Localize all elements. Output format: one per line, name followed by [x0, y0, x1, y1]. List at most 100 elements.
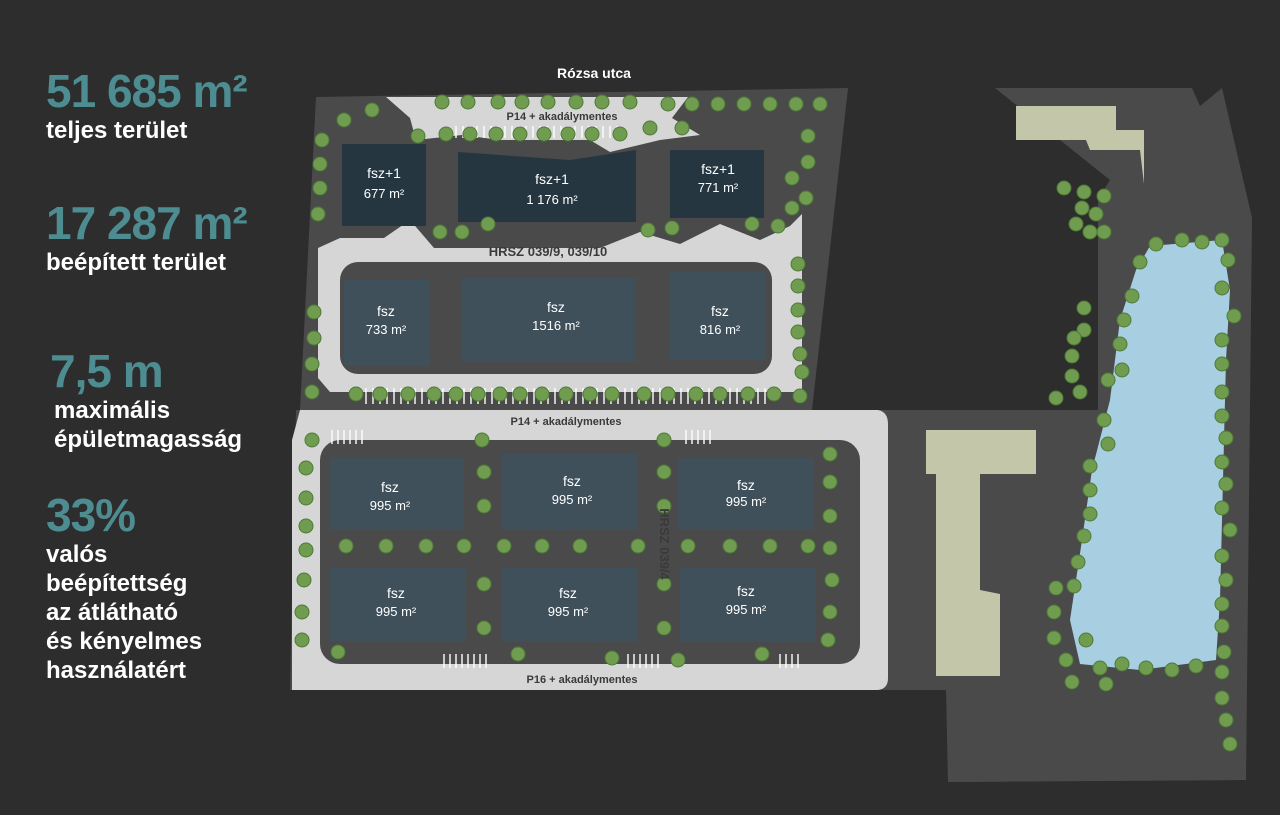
tree-icon	[1082, 506, 1098, 522]
stat-max-height-label-line2: épületmagasság	[54, 426, 243, 453]
tree-icon	[1114, 362, 1130, 378]
tree-icon	[572, 538, 588, 554]
tree-icon	[410, 128, 426, 144]
tree-icon	[338, 538, 354, 554]
tree-icon	[514, 94, 530, 110]
tree-icon	[604, 386, 620, 402]
tree-icon	[476, 576, 492, 592]
building-r3-1	[330, 458, 464, 530]
tree-icon	[770, 218, 786, 234]
tree-icon	[540, 94, 556, 110]
tree-icon	[754, 646, 770, 662]
tree-icon	[1214, 280, 1230, 296]
tree-icon	[476, 464, 492, 480]
tree-icon	[1214, 384, 1230, 400]
tree-icon	[1064, 368, 1080, 384]
tree-icon	[1082, 458, 1098, 474]
tree-icon	[536, 126, 552, 142]
tree-icon	[306, 304, 322, 320]
building-r3-3-floors: fsz	[737, 477, 755, 493]
tree-icon	[1218, 572, 1234, 588]
tree-icon	[784, 200, 800, 216]
stat-max-height-value: 7,5 m	[50, 345, 164, 397]
stat-built-area-label: beépített terület	[46, 249, 227, 276]
tree-icon	[604, 650, 620, 666]
tree-icon	[534, 538, 550, 554]
building-r2-3	[670, 272, 766, 360]
tree-icon	[1214, 690, 1230, 706]
tree-icon	[314, 132, 330, 148]
tree-icon	[622, 94, 638, 110]
tree-icon	[670, 652, 686, 668]
building-r3-2-floors: fsz	[563, 473, 581, 489]
tree-icon	[1072, 384, 1088, 400]
building-r2-2-floors: fsz	[547, 299, 565, 315]
tree-icon	[1100, 372, 1116, 388]
tree-icon	[1082, 224, 1098, 240]
tree-icon	[312, 180, 328, 196]
tree-icon	[1188, 658, 1204, 674]
tree-icon	[462, 126, 478, 142]
tree-icon	[1218, 430, 1234, 446]
tree-icon	[378, 538, 394, 554]
tree-icon	[660, 96, 676, 112]
building-r2-3-floors: fsz	[711, 303, 729, 319]
tree-icon	[790, 278, 806, 294]
tree-icon	[348, 386, 364, 402]
tree-icon	[1138, 660, 1154, 676]
tree-icon	[568, 94, 584, 110]
tree-icon	[1214, 664, 1230, 680]
building-r4-3	[680, 568, 816, 642]
tree-icon	[1132, 254, 1148, 270]
tree-icon	[1076, 528, 1092, 544]
tree-icon	[364, 102, 380, 118]
tree-icon	[740, 386, 756, 402]
stat-coverage-label-line2: beépítettség	[46, 570, 188, 597]
tree-icon	[1068, 216, 1084, 232]
tree-icon	[640, 222, 656, 238]
tree-icon	[480, 216, 496, 232]
trees	[294, 94, 1242, 752]
tree-icon	[1098, 676, 1114, 692]
tree-icon	[298, 518, 314, 534]
tree-icon	[1148, 236, 1164, 252]
tree-icon	[800, 154, 816, 170]
building-r3-1-area: 995 m²	[370, 498, 411, 513]
tree-icon	[294, 604, 310, 620]
lake	[1070, 240, 1230, 670]
stat-built-area: 17 287 m² beépített terület	[46, 200, 248, 277]
tree-icon	[784, 170, 800, 186]
tree-icon	[470, 386, 486, 402]
tree-icon	[1074, 200, 1090, 216]
building-r1-3-floors: fsz+1	[701, 161, 735, 177]
building-r1-3	[670, 150, 764, 218]
stat-coverage-label-line1: valós	[46, 541, 108, 568]
tree-icon	[488, 126, 504, 142]
stat-total-area-label: teljes terület	[46, 117, 188, 144]
stat-total-area: 51 685 m² teljes terület	[46, 68, 248, 145]
tree-icon	[448, 386, 464, 402]
tree-icon	[1214, 618, 1230, 634]
tree-icon	[656, 620, 672, 636]
tree-icon	[1048, 390, 1064, 406]
tree-icon	[820, 632, 836, 648]
tree-icon	[656, 464, 672, 480]
tree-icon	[582, 386, 598, 402]
tree-icon	[1076, 300, 1092, 316]
tree-icon	[460, 94, 476, 110]
tree-icon	[1058, 652, 1074, 668]
parking-stripes	[331, 126, 799, 668]
tree-icon	[822, 508, 838, 524]
tree-icon	[512, 386, 528, 402]
tree-icon	[822, 604, 838, 620]
tree-icon	[1100, 436, 1116, 452]
parking-top-label: P14 + akadálymentes	[507, 111, 618, 123]
tree-icon	[710, 96, 726, 112]
stat-max-height-label-line1: maximális	[54, 397, 171, 424]
tree-icon	[490, 94, 506, 110]
tree-icon	[636, 386, 652, 402]
tree-icon	[1076, 322, 1092, 338]
tree-icon	[304, 384, 320, 400]
building-r4-2-area: 995 m²	[548, 604, 589, 619]
